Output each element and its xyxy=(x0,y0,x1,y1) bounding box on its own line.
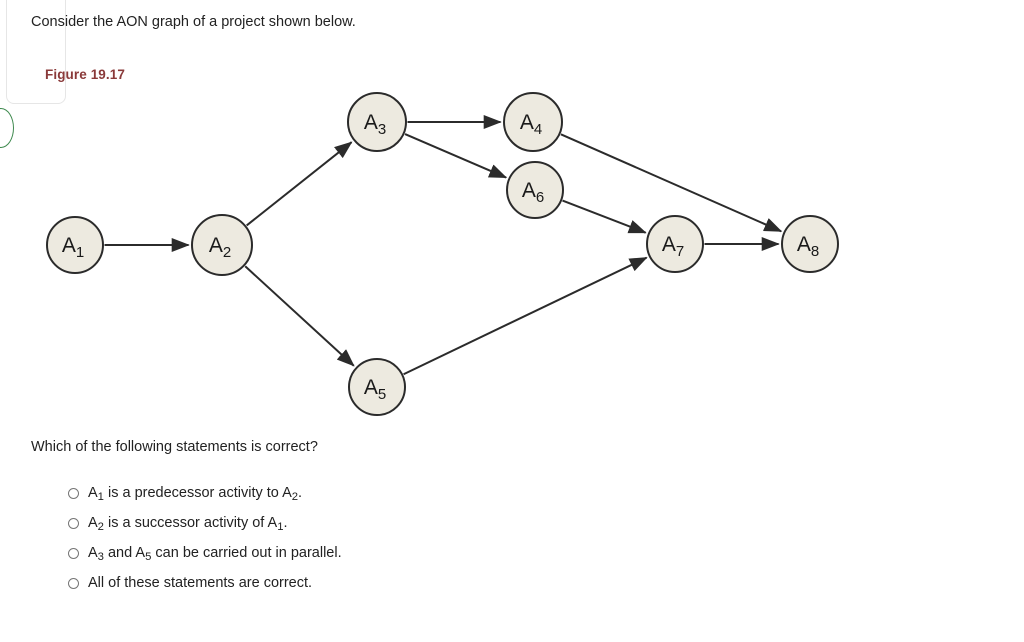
answer-option-4[interactable]: All of these statements are correct. xyxy=(68,573,668,603)
answer-option-label-3: A3 and A5 can be carried out in parallel… xyxy=(88,545,342,563)
graph-node-a6: A6 xyxy=(506,161,564,219)
graph-node-a1: A1 xyxy=(46,216,104,274)
answer-option-2[interactable]: A2 is a successor activity of A1. xyxy=(68,513,668,543)
answer-option-1[interactable]: A1 is a predecessor activity to A2. xyxy=(68,483,668,513)
intro-text: Consider the AON graph of a project show… xyxy=(31,14,356,30)
answer-option-3[interactable]: A3 and A5 can be carried out in parallel… xyxy=(68,543,668,573)
answer-option-label-2: A2 is a successor activity of A1. xyxy=(88,515,288,533)
question-text: Which of the following statements is cor… xyxy=(31,439,318,455)
node-circle-a5 xyxy=(348,358,406,416)
edge-a4-to-a8 xyxy=(560,133,783,233)
edge-a6-to-a7 xyxy=(562,199,647,234)
edge-a5-to-a7 xyxy=(403,256,648,376)
node-circle-a2 xyxy=(191,214,253,276)
edge-a2-to-a3 xyxy=(246,141,353,227)
node-circle-a7 xyxy=(646,215,704,273)
node-circle-a6 xyxy=(506,161,564,219)
radio-button-4[interactable] xyxy=(68,578,79,589)
answer-option-label-1: A1 is a predecessor activity to A2. xyxy=(88,485,303,503)
edge-a3-to-a6 xyxy=(404,133,508,179)
graph-node-a8: A8 xyxy=(781,215,839,273)
graph-node-a3: A3 xyxy=(347,92,407,152)
edge-a2-to-a5 xyxy=(244,265,355,367)
card-edge-decoration xyxy=(6,0,66,104)
node-circle-a1 xyxy=(46,216,104,274)
node-circle-a4 xyxy=(503,92,563,152)
figure-label: Figure 19.17 xyxy=(45,67,125,82)
graph-node-a7: A7 xyxy=(646,215,704,273)
radio-button-3[interactable] xyxy=(68,548,79,559)
answer-option-label-4: All of these statements are correct. xyxy=(88,575,313,591)
answer-options-list: A1 is a predecessor activity to A2. A2 is… xyxy=(68,483,668,603)
node-circle-a8 xyxy=(781,215,839,273)
edge-layer xyxy=(104,115,783,376)
graph-node-a4: A4 xyxy=(503,92,563,152)
radio-button-1[interactable] xyxy=(68,488,79,499)
node-circle-a3 xyxy=(347,92,407,152)
graph-node-a2: A2 xyxy=(191,214,253,276)
radio-button-2[interactable] xyxy=(68,518,79,529)
graph-node-a5: A5 xyxy=(348,358,406,416)
